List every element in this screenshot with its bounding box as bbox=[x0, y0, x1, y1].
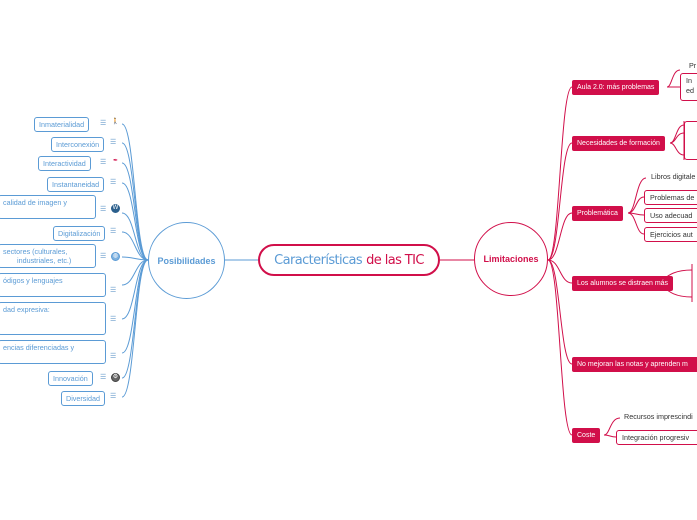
problematica-child-libros[interactable]: Libros digitale bbox=[651, 172, 696, 181]
right-item-aula[interactable]: Aula 2.0: más problemas bbox=[572, 80, 660, 95]
menu-icon: ☰ bbox=[110, 287, 117, 294]
problematica-child-problemas[interactable]: Problemas de bbox=[644, 190, 697, 205]
left-item-calidad-imagen[interactable]: calidad de imagen y bbox=[0, 195, 96, 219]
menu-icon: ☰ bbox=[110, 353, 117, 360]
menu-icon: ☰ bbox=[110, 228, 117, 235]
right-item-problematica[interactable]: Problemática bbox=[572, 206, 623, 221]
menu-icon: ☰ bbox=[110, 179, 117, 186]
menu-icon: ☰ bbox=[110, 393, 117, 400]
left-item-instantaneidad[interactable]: Instantaneidad bbox=[47, 177, 105, 192]
menu-icon: ☰ bbox=[100, 159, 107, 166]
formacion-child-box[interactable] bbox=[684, 121, 697, 160]
right-item-distraen[interactable]: Los alumnos se distraen más bbox=[572, 276, 674, 291]
left-item-innovacion[interactable]: Innovación bbox=[48, 371, 93, 386]
person-walking-icon: 🚶 bbox=[111, 119, 120, 128]
wordpress-icon: W bbox=[111, 204, 120, 213]
coste-child-integracion[interactable]: Integración progresiv bbox=[616, 430, 697, 445]
left-item-interconexion[interactable]: Interconexión bbox=[51, 137, 105, 152]
aula-child-pr[interactable]: Pr bbox=[689, 61, 697, 70]
problematica-child-uso[interactable]: Uso adecuad bbox=[644, 208, 697, 223]
right-item-notas[interactable]: No mejoran las notas y aprenden m bbox=[572, 357, 697, 372]
menu-icon: ☰ bbox=[100, 206, 107, 213]
menu-icon: ☰ bbox=[100, 253, 107, 260]
menu-icon: ☰ bbox=[110, 139, 117, 146]
menu-icon: ☰ bbox=[100, 374, 107, 381]
left-item-interactividad[interactable]: Interactividad bbox=[38, 156, 91, 171]
left-item-codigos[interactable]: ódigos y lenguajes bbox=[0, 273, 106, 297]
gear-icon: ⚙ bbox=[111, 373, 120, 382]
hub-limitaciones[interactable]: Limitaciones bbox=[474, 222, 548, 296]
coste-child-recursos[interactable]: Recursos imprescindi bbox=[624, 412, 693, 421]
right-item-formacion[interactable]: Necesidades de formación bbox=[572, 136, 665, 151]
central-topic[interactable]: Características de las TIC bbox=[258, 244, 440, 276]
hub-posibilidades-label: Posibilidades bbox=[157, 255, 216, 266]
feather-icon: ✒ bbox=[111, 158, 120, 167]
menu-icon: ☰ bbox=[100, 120, 107, 127]
left-item-inmaterialidad[interactable]: Inmaterialidad bbox=[34, 117, 90, 132]
globe-icon: ◍ bbox=[111, 252, 120, 261]
left-item-sectores[interactable]: sectores (culturales, industriales, etc.… bbox=[0, 244, 96, 268]
left-item-digitalizacion[interactable]: Digitalización bbox=[53, 226, 106, 241]
aula-child-box[interactable]: In ed bbox=[680, 73, 697, 101]
central-topic-part1: Características bbox=[274, 252, 363, 268]
hub-limitaciones-label: Limitaciones bbox=[483, 254, 539, 264]
problematica-child-ejercicios[interactable]: Ejercicios aut bbox=[644, 227, 697, 242]
menu-icon: ☰ bbox=[110, 316, 117, 323]
hub-posibilidades[interactable]: Posibilidades bbox=[148, 222, 225, 299]
right-item-coste[interactable]: Coste bbox=[572, 428, 601, 443]
left-item-diferenciadas[interactable]: encias diferenciadas y bbox=[0, 340, 106, 364]
central-topic-part2: de las TIC bbox=[366, 252, 424, 268]
left-item-diversidad[interactable]: Diversidad bbox=[61, 391, 105, 406]
left-item-expresiva[interactable]: dad expresiva: bbox=[0, 302, 106, 335]
